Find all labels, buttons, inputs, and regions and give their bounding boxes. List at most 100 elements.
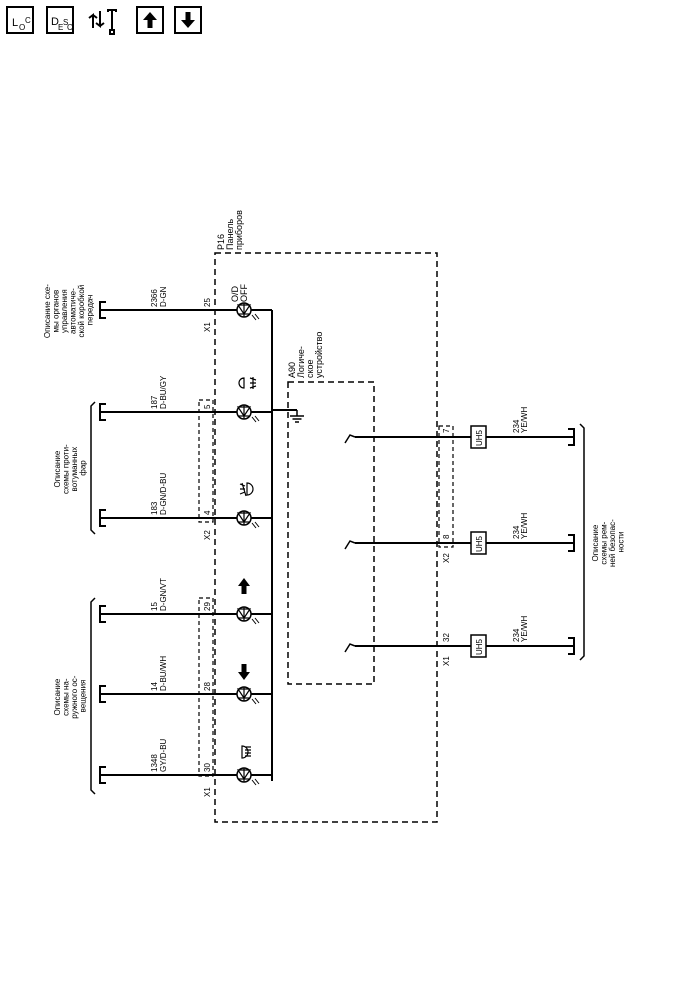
turn-arrow-up-icon <box>238 578 250 594</box>
pin-high: 30 <box>203 763 212 772</box>
instrument-panel-boundary <box>214 252 438 823</box>
arrow-up-icon <box>143 12 157 28</box>
wire-color-turnr: D-GN/VT <box>159 578 168 611</box>
bracket-seatbelt <box>579 423 585 661</box>
od-label-line-1: O/D <box>230 285 240 302</box>
pin-rfog: 5 <box>203 404 212 409</box>
indicator-lamp-rfog <box>236 404 260 423</box>
wire-color-od: D-GN <box>159 286 168 307</box>
description-letter-d: D <box>51 16 59 28</box>
description-letter-e: E <box>58 23 64 32</box>
seat-wire-number-s3: 234 <box>512 628 521 642</box>
indicator-lamp-turnr <box>236 606 260 625</box>
indicator-lamp-high <box>236 767 260 786</box>
seat-connector-s2: X2 <box>442 553 451 563</box>
uh5-label-s3: UH5 <box>475 638 484 655</box>
indicator-lamp-ffog <box>236 510 260 529</box>
ref-trans-line-4: автоматиче- <box>69 288 78 334</box>
panel-label-line-3: приборов <box>234 210 244 250</box>
wire-number-ffog: 183 <box>150 501 159 515</box>
arrows-wrench-icon <box>88 9 117 35</box>
ref-fog-line-4: фар <box>79 460 88 476</box>
ref-ext-line-2: схемы на- <box>62 678 71 716</box>
seat-wire-number-s1: 234 <box>512 419 521 433</box>
seat-wire-color-s2: YE/WH <box>520 513 529 539</box>
ref-trans-line-6: передач <box>86 295 95 326</box>
wire-number-turnl: 14 <box>150 682 159 691</box>
seat-connector-s3: X1 <box>442 656 451 666</box>
bracket-exterior <box>90 597 96 795</box>
svg-text:Описание схемы проти-: Описание схемы проти- вотуманных фар <box>53 442 88 494</box>
logic-label-line-3: ское <box>305 359 315 378</box>
seat-pin-s1: 7 <box>442 428 451 433</box>
toolbar: L O C D E S C <box>6 6 226 40</box>
wire-color-turnl: D-BU/WH <box>159 656 168 691</box>
svg-text:Описание схе- мы органов: Описание схе- мы органов управления авто… <box>43 282 95 338</box>
ref-trans-line-3: управления <box>60 289 69 333</box>
wire-number-turnr: 15 <box>150 602 159 611</box>
description-letter-s: S <box>63 18 69 27</box>
ref-ext-line-1: Описание <box>53 678 62 715</box>
indicator-lamp-od <box>236 302 260 321</box>
logic-label-line-1: A90 <box>287 362 297 378</box>
ref-fog-line-1: Описание <box>53 450 62 487</box>
description-button[interactable]: D E S C <box>46 6 74 34</box>
logic-device-boundary <box>287 381 375 685</box>
wire-color-high: GY/D-BU <box>159 738 168 772</box>
ref-ext-line-3: ружного ос- <box>70 675 79 719</box>
wire-number-high: 1348 <box>150 754 159 772</box>
ref-fog-line-3: вотуманных <box>70 447 79 492</box>
pin-turnl: 28 <box>203 682 212 691</box>
switch-s2 <box>344 540 356 550</box>
wire-color-ffog: D-GN/D-BU <box>159 473 168 515</box>
diagnostics-button[interactable] <box>88 6 128 36</box>
svg-text:Описание схемы рем-: Описание схемы рем- ней безопас- ности <box>591 517 626 567</box>
bracket-fog <box>90 401 96 535</box>
previous-page-button[interactable] <box>136 6 164 34</box>
front-fog-icon <box>239 482 254 497</box>
seat-wire-color-s3: YE/WH <box>520 616 529 642</box>
description-letter-c: C <box>67 23 73 32</box>
pin-turnr: 29 <box>203 602 212 611</box>
ref-seat-line-1: Описание <box>591 524 600 561</box>
switch-s3 <box>344 643 356 653</box>
connector-high: X1 <box>203 787 212 797</box>
ref-seat-line-4: ности <box>617 532 626 553</box>
seat-pin-s3: 32 <box>442 633 451 642</box>
logic-label-line-4: устройство <box>314 332 324 378</box>
next-page-button[interactable] <box>174 6 202 34</box>
location-letter-c: C <box>25 16 31 25</box>
od-label-line-2: OFF <box>239 284 249 302</box>
panel-label-line-2: Панель <box>225 219 235 250</box>
rear-fog-icon <box>238 377 257 389</box>
wire-color-rfog: D-BU/GY <box>159 375 168 409</box>
svg-text:A90 Логиче- ское: A90 Логиче- ское устройство <box>287 332 324 378</box>
uh5-label-s1: UH5 <box>475 429 484 446</box>
logic-label-line-2: Логиче- <box>296 346 306 378</box>
connector-x2-left <box>198 399 214 523</box>
location-letter-o: O <box>19 23 26 32</box>
ref-trans-line-2: мы органов <box>52 290 61 333</box>
indicator-lamp-turnl <box>236 686 260 705</box>
svg-text:P16 Панель приборо: P16 Панель приборов <box>216 210 244 250</box>
switch-s1 <box>344 434 356 444</box>
arrow-down-icon <box>181 12 195 28</box>
ref-seat-line-3: ней безопас- <box>608 519 617 567</box>
panel-label-line-1: P16 <box>216 234 226 250</box>
wire-number-od: 2366 <box>150 289 159 307</box>
connector-ffog: X2 <box>203 530 212 540</box>
ref-seat-line-2: схемы рем- <box>600 521 609 564</box>
ref-trans-line-5: ской коробкой <box>77 285 86 338</box>
svg-text:Описание схемы на-: Описание схемы на- ружного ос- вещения <box>53 673 88 718</box>
ref-fog-line-2: схемы проти- <box>62 444 71 494</box>
turn-arrow-down-icon <box>238 664 250 680</box>
seat-pin-s2: 8 <box>442 534 451 539</box>
wire-number-rfog: 187 <box>150 395 159 409</box>
seat-wire-color-s1: YE/WH <box>520 407 529 433</box>
high-beam-icon <box>241 745 251 759</box>
location-button[interactable]: L O C <box>6 6 34 34</box>
svg-text:O/D OFF: O/D OFF <box>230 283 249 302</box>
pin-od: 25 <box>203 298 212 307</box>
location-letter-l: L <box>12 17 19 29</box>
